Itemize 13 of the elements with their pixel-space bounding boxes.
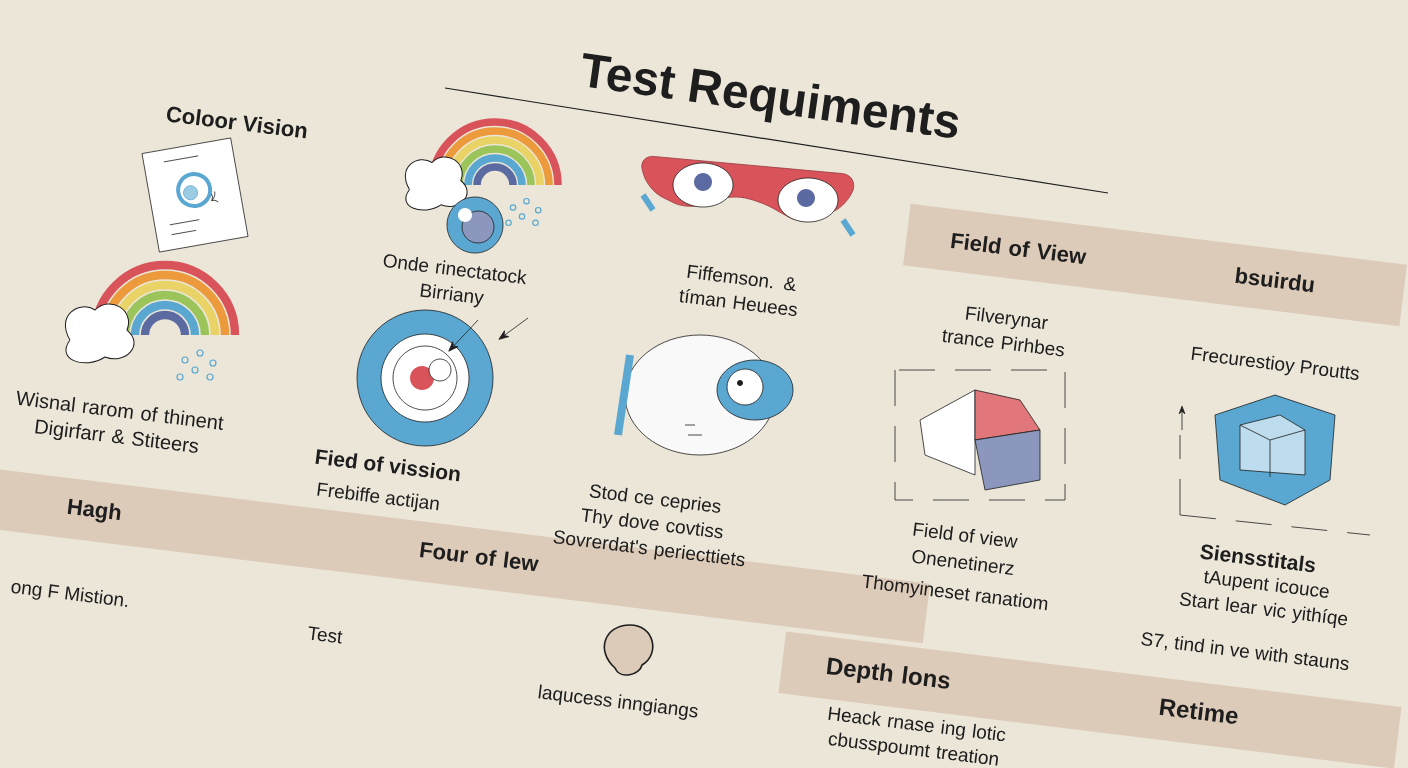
- text-label: laqucess inngiangs: [538, 684, 698, 720]
- text-label: Frecurestioy Proutts: [1191, 346, 1359, 380]
- text-label: Onde rinectatock Birriany: [383, 254, 527, 308]
- text-label: Frebiffe actijan: [317, 482, 439, 512]
- text-label: S7, tind in ve with stauns: [1141, 632, 1349, 671]
- text-label: Test: [308, 626, 343, 644]
- text-label: ong F Mistion.: [11, 583, 128, 607]
- item-heading: Siensstitals: [1200, 544, 1315, 573]
- section-heading: Coloor Vision: [167, 106, 307, 139]
- text-label: Fiffemson. & tíman Heuees: [679, 264, 797, 317]
- title: Test Requiments: [582, 53, 959, 138]
- text-label: Heack rnase ing lotic cbusspoumt treation: [828, 706, 1006, 766]
- text-label: Stod ce cepries Thy dove covtiss Sovrerdat's periecttiets: [553, 484, 745, 567]
